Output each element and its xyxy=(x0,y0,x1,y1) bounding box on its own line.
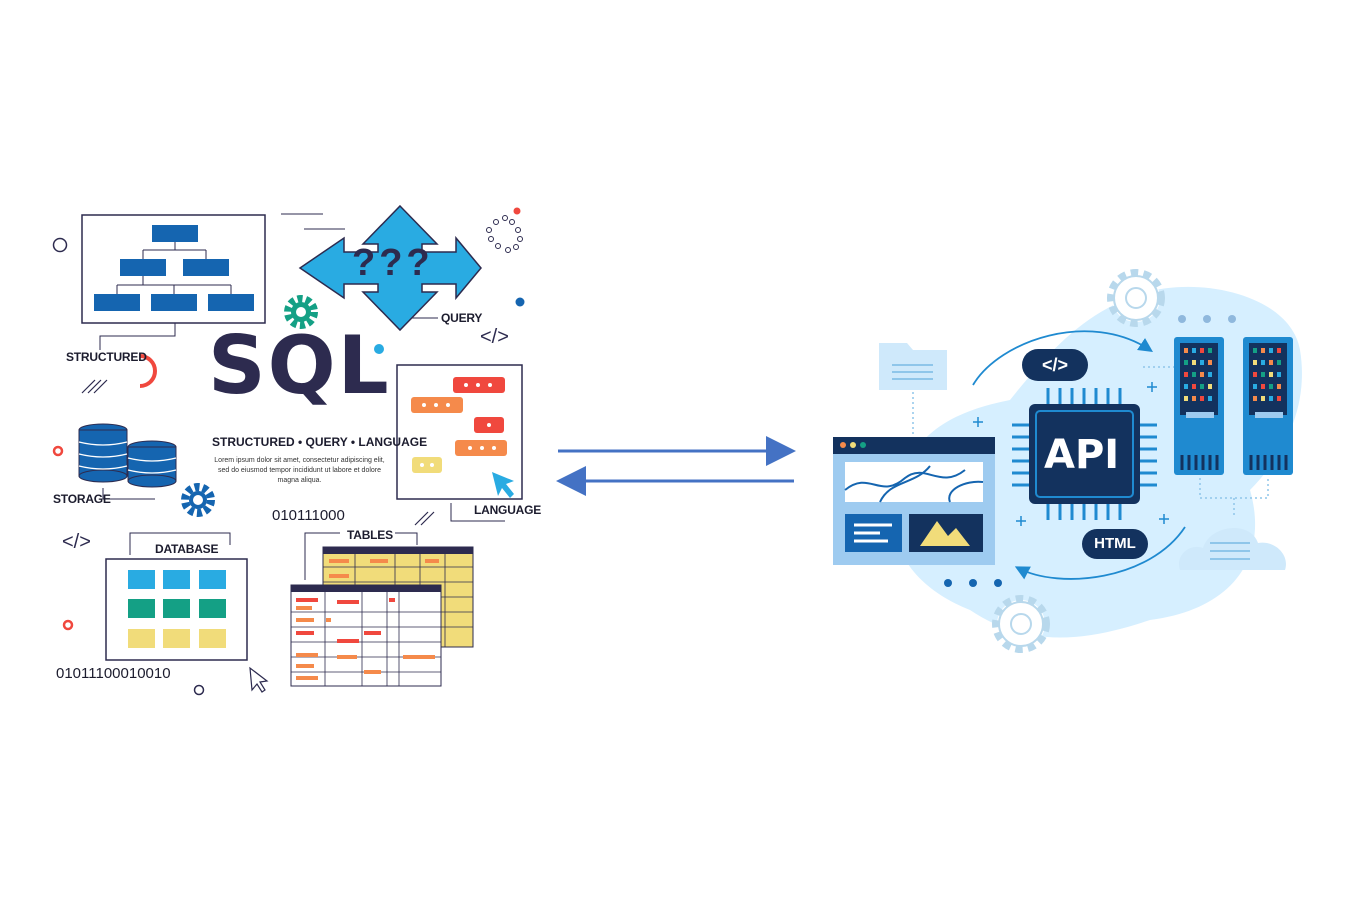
gear-icon xyxy=(284,295,318,329)
label-tables: TABLES xyxy=(347,528,393,542)
binary-text-1: 010111000 xyxy=(272,507,345,524)
storage-database-icon xyxy=(78,423,177,488)
binary-text-2: 01011100010010 xyxy=(56,665,171,682)
label-database: DATABASE xyxy=(155,542,219,556)
api-chip-icon xyxy=(1012,388,1157,520)
tables-icon xyxy=(290,532,474,687)
cursor-icon xyxy=(249,666,269,693)
gear-icon xyxy=(992,595,1050,653)
dotted-ring xyxy=(486,215,523,253)
gear-icon xyxy=(181,483,215,517)
lorem-text: Lorem ipsum dolor sit amet, consectetur … xyxy=(214,457,385,484)
language-chat-box xyxy=(396,364,523,500)
cloud-icon xyxy=(1179,528,1286,570)
database-folders-box xyxy=(105,532,248,661)
folder-icon xyxy=(879,343,947,390)
sql-tagline: STRUCTURED • QUERY • LANGUAGE xyxy=(212,435,428,449)
code-icon: </> xyxy=(62,531,91,553)
label-structured: STRUCTURED xyxy=(66,350,147,364)
label-language: LANGUAGE xyxy=(474,503,542,517)
sql-title: SQL xyxy=(208,319,391,412)
html-badge: HTML xyxy=(1082,529,1148,559)
question-marks: ??? xyxy=(352,242,434,284)
code-badge: </> xyxy=(1022,349,1088,381)
gear-icon xyxy=(1107,269,1165,327)
code-icon: </> xyxy=(480,326,509,348)
org-chart-box xyxy=(81,214,266,350)
label-storage: STORAGE xyxy=(53,492,111,506)
question-arrow-icon xyxy=(298,204,482,332)
browser-window-icon xyxy=(833,437,995,565)
label-query: QUERY xyxy=(441,311,483,325)
api-title: API xyxy=(1044,432,1120,478)
server-rack-icon xyxy=(1174,337,1293,475)
